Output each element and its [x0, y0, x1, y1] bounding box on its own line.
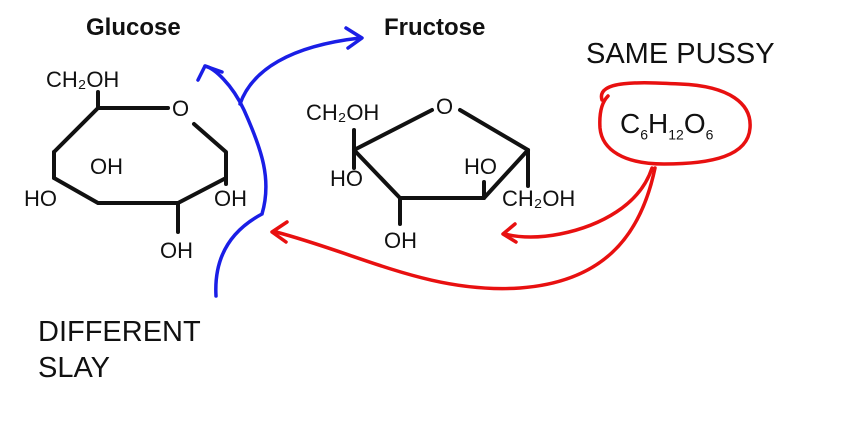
different-line-2: SLAY [38, 352, 111, 384]
different-line-1: DIFFERENT [38, 316, 201, 348]
formula-o-sub: 6 [705, 126, 714, 143]
blue-arrow-branch [238, 36, 362, 106]
fructose-ring-bonds [352, 108, 530, 200]
formula-c: C [620, 108, 641, 139]
glucose-ho-left: HO [24, 186, 57, 211]
red-arrow-head-glucose [270, 220, 289, 244]
glucose-ch2oh: CH₂OH [46, 67, 119, 92]
glucose-oh-right: OH [214, 186, 247, 211]
fructose-ch2oh-right: CH₂OH [502, 186, 575, 211]
formula-o: O [683, 108, 706, 139]
fructose-ho-right: HO [464, 154, 497, 179]
red-arrow-head-fructose [501, 222, 518, 244]
molecular-formula: C6H12O6 [620, 108, 713, 143]
different-caption: DIFFERENT SLAY [38, 314, 201, 386]
glucose-title: Glucose [86, 14, 181, 41]
red-annotation [270, 81, 752, 291]
fructose-oh-bottom: OH [384, 228, 417, 253]
fructose-ring-oxygen: O [436, 94, 453, 119]
fructose-ho-left: HO [330, 166, 363, 191]
blue-arrow-stroke [203, 64, 268, 298]
glucose-oh-bottom: OH [160, 238, 193, 263]
formula-circle [598, 81, 752, 166]
fructose-structure: CH₂OH O HO HO CH₂OH OH [306, 94, 575, 253]
formula-h: H [648, 108, 669, 139]
formula-c-sub: 6 [640, 126, 649, 143]
blue-arrow-head-left [196, 64, 224, 82]
glucose-ring-bonds [52, 106, 228, 205]
glucose-oh-inner: OH [90, 154, 123, 179]
same-caption: SAME PUSSY [586, 38, 775, 70]
red-arrow-to-fructose [503, 166, 654, 239]
fructose-ch2oh-top: CH₂OH [306, 100, 379, 125]
blue-arrow [196, 26, 364, 298]
red-arrow-to-glucose [274, 166, 657, 291]
glucose-structure: CH₂OH O OH HO OH OH [24, 67, 247, 263]
fructose-title: Fructose [384, 14, 486, 41]
formula-h-sub: 12 [668, 126, 684, 143]
glucose-ring-oxygen: O [172, 96, 189, 121]
blue-arrow-head-right [344, 26, 364, 50]
